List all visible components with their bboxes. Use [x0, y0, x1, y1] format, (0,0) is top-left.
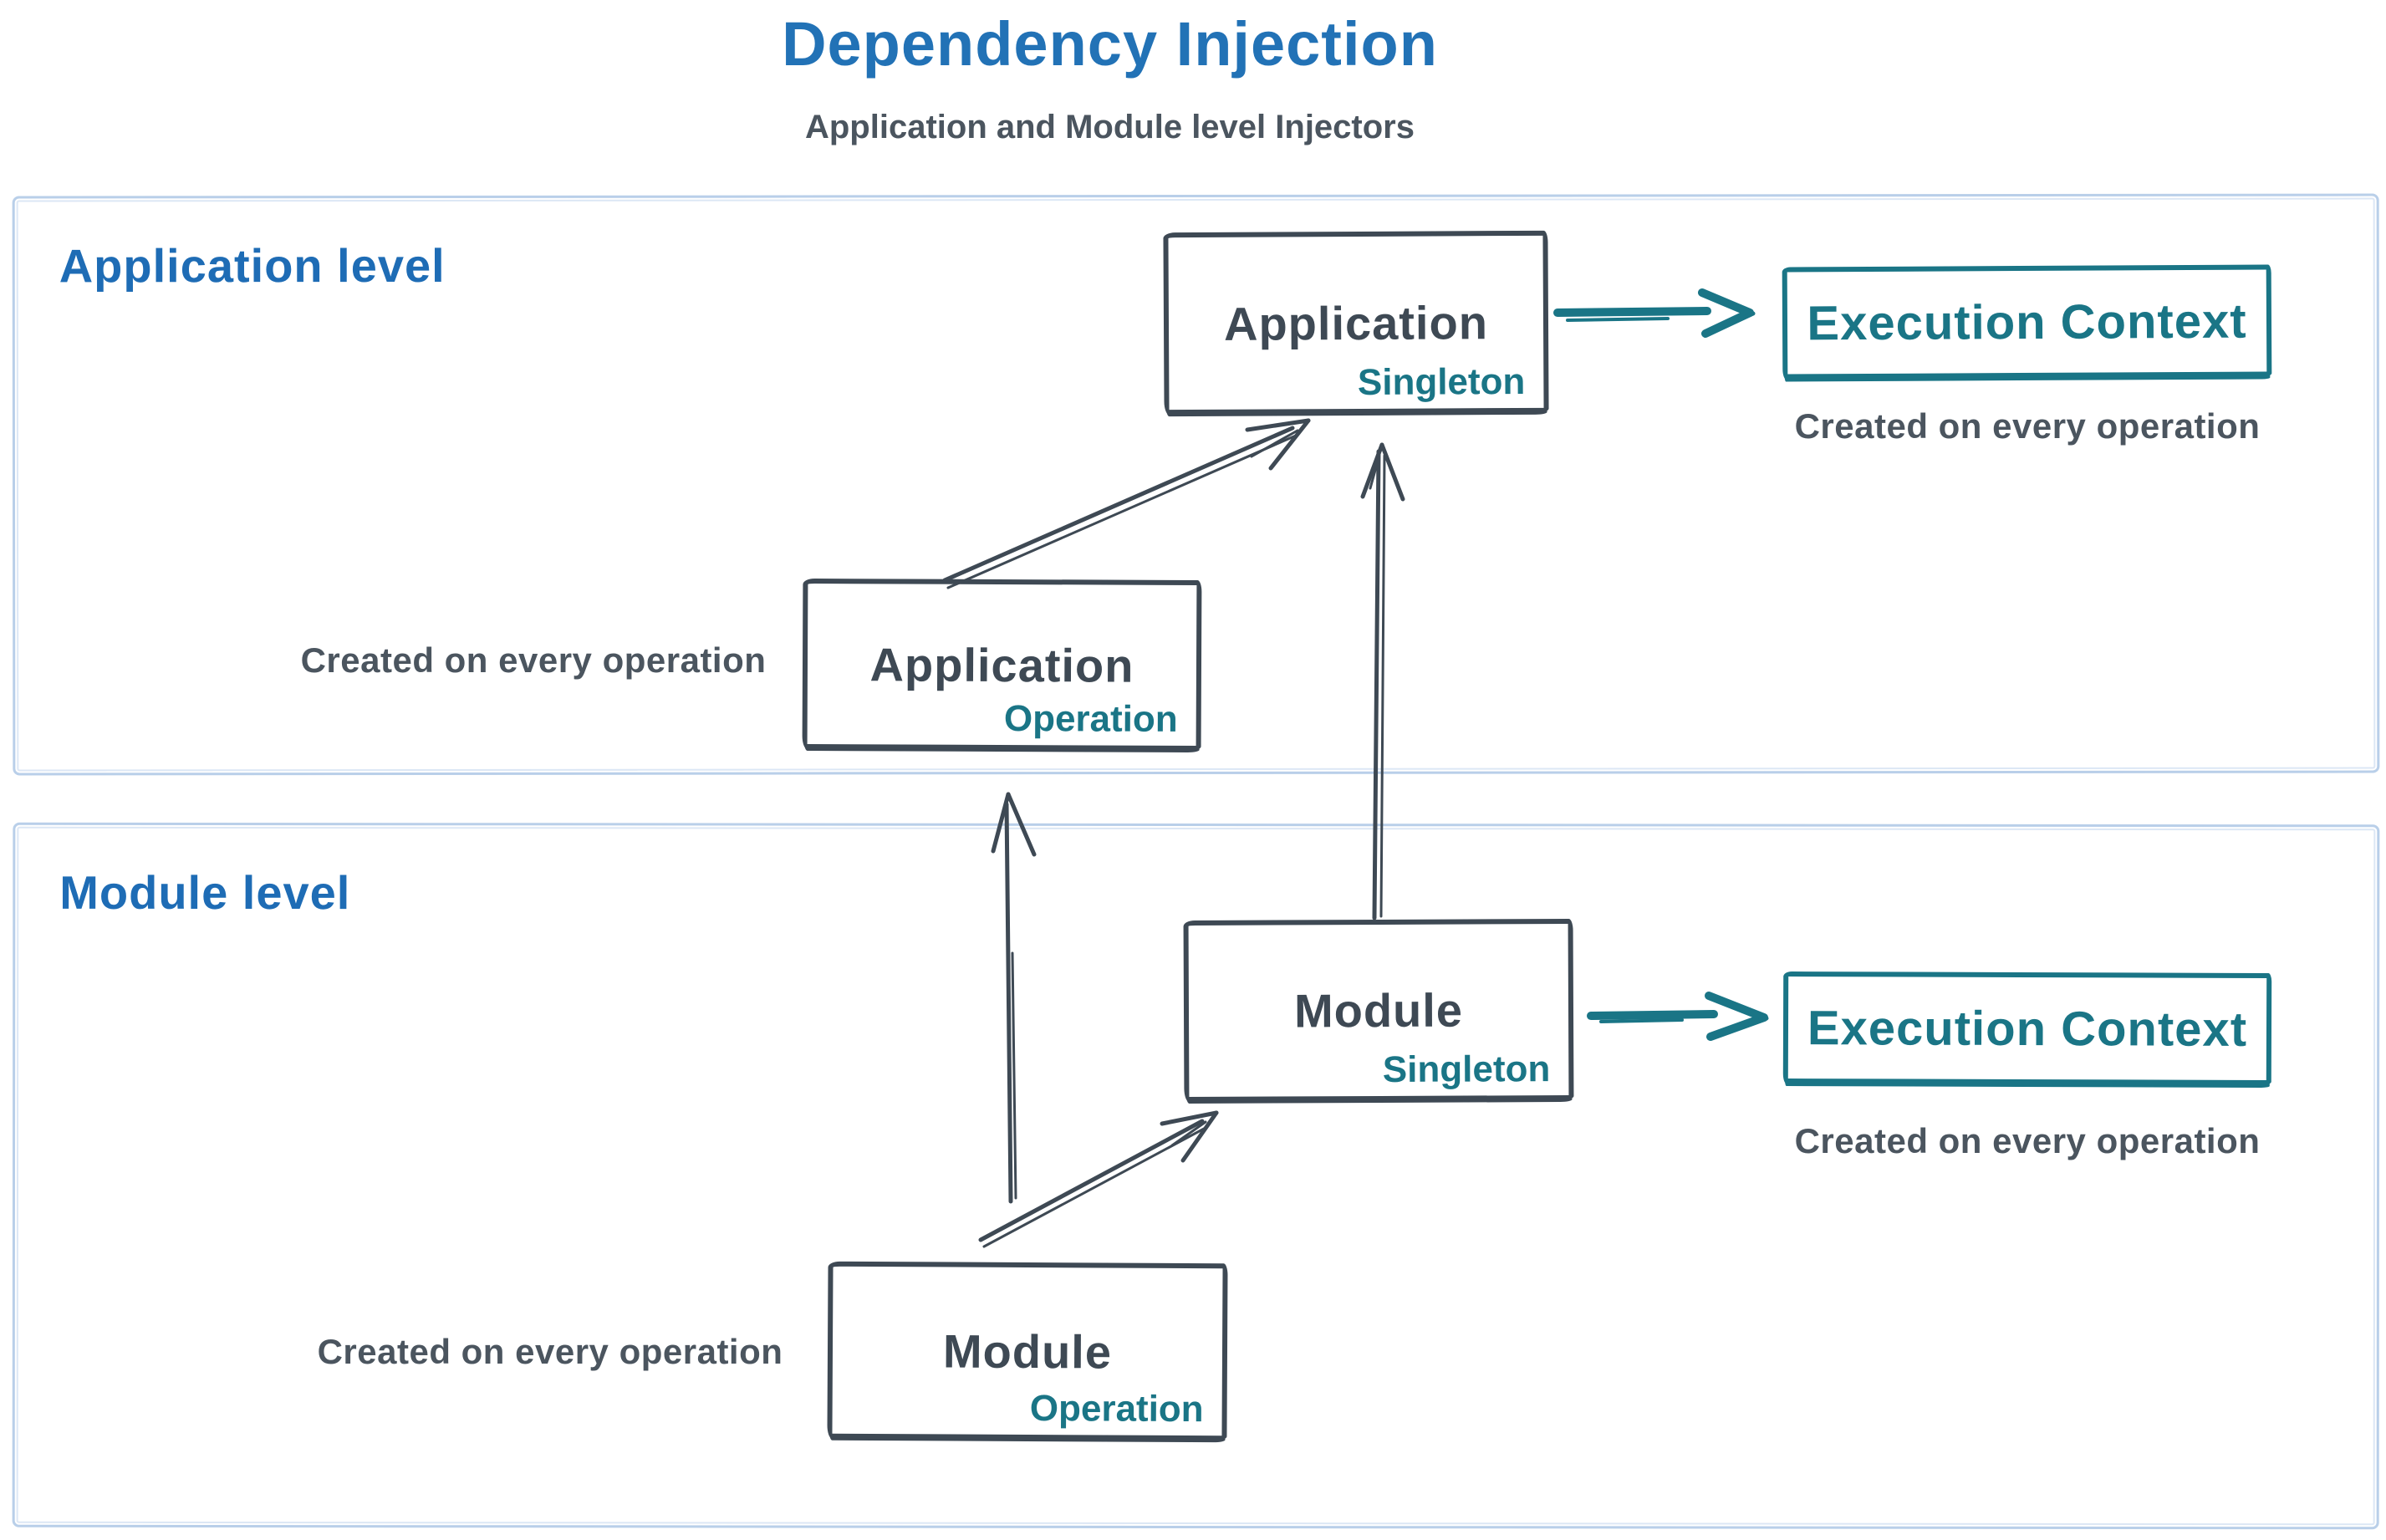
caption-execution-context-module: Created on every operation: [1794, 1121, 2261, 1160]
application-level-label: Application level: [59, 238, 446, 293]
execution-context-app-title: Execution Context: [1807, 293, 2247, 350]
module-operation-box: Module Operation: [827, 1261, 1228, 1441]
page-subtitle: Application and Module level Injectors: [804, 109, 1415, 145]
application-operation-box: Application Operation: [802, 578, 1202, 752]
application-singleton-title: Application: [1223, 295, 1489, 350]
application-operation-tag: Operation: [1003, 698, 1178, 740]
execution-context-module-title: Execution Context: [1807, 1000, 2248, 1057]
module-level-label: Module level: [59, 865, 351, 920]
module-operation-tag: Operation: [1029, 1388, 1204, 1430]
application-operation-title: Application: [869, 637, 1134, 692]
execution-context-app-box: Execution Context: [1782, 264, 2272, 380]
module-singleton-title: Module: [1293, 983, 1464, 1038]
caption-execution-context-app: Created on every operation: [1794, 406, 2261, 446]
module-singleton-tag: Singleton: [1382, 1048, 1551, 1090]
application-singleton-tag: Singleton: [1357, 360, 1526, 403]
application-singleton-box: Application Singleton: [1163, 230, 1549, 416]
module-operation-title: Module: [942, 1323, 1113, 1379]
page-title: Dependency Injection: [782, 9, 1438, 79]
module-singleton-box: Module Singleton: [1183, 918, 1574, 1103]
caption-app-operation: Created on every operation: [300, 640, 767, 680]
execution-context-module-box: Execution Context: [1782, 971, 2272, 1086]
caption-module-operation: Created on every operation: [317, 1332, 783, 1371]
